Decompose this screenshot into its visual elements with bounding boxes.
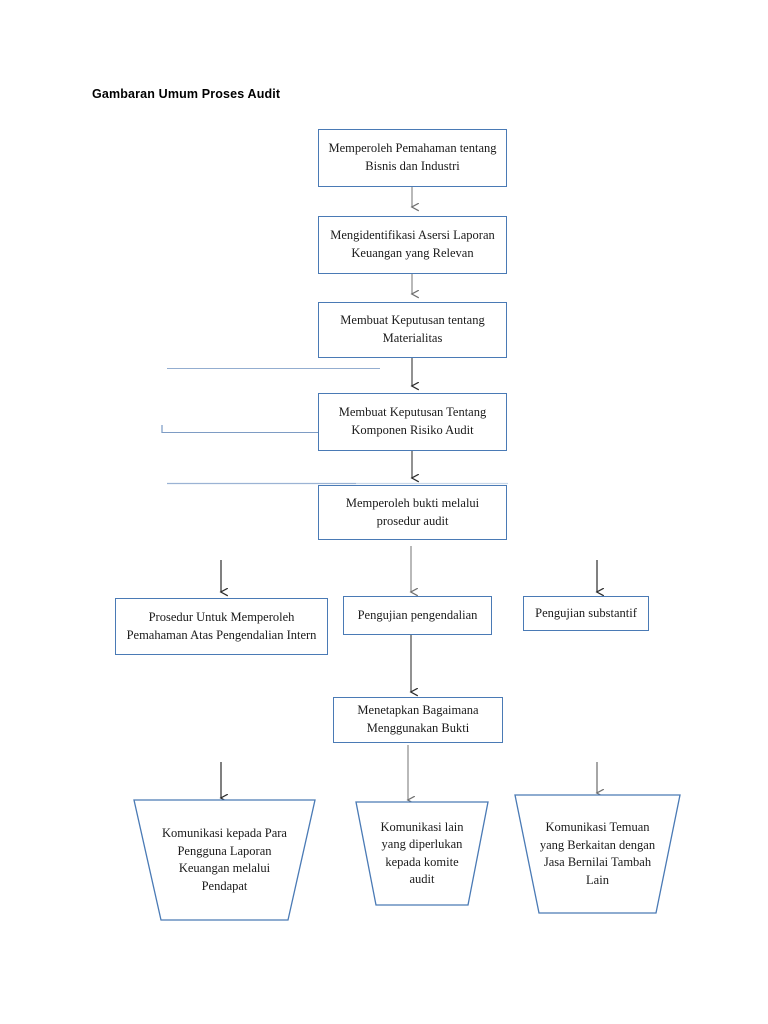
node-label: Membuat Keputusan Tentang Komponen Risik… [338, 405, 487, 437]
node-memperoleh-bukti[interactable]: Memperoleh bukti melalui prosedur audit [318, 485, 507, 540]
node-label: Komunikasi Temuan yang Berkaitan dengan … [539, 820, 656, 887]
node-keputusan-risiko-audit[interactable]: Membuat Keputusan Tentang Komponen Risik… [318, 393, 507, 451]
node-komunikasi-komite-audit[interactable]: Komunikasi lain yang diperlukan kepada k… [355, 801, 489, 906]
node-label: Prosedur Untuk Memperoleh Pemahaman Atas… [126, 609, 317, 642]
trapezoid-shape [133, 799, 316, 921]
node-label: Membuat Keputusan tentang Materialitas [340, 313, 485, 345]
trapezoid-shape [514, 794, 681, 914]
node-label: Memperoleh Pemahaman tentang Bisnis dan … [328, 141, 497, 173]
node-menetapkan-penggunaan-bukti[interactable]: Menetapkan Bagaimana Menggunakan Bukti [333, 697, 503, 743]
node-pengujian-pengendalian[interactable]: Pengujian pengendalian [343, 596, 492, 635]
node-label: Mengidentifikasi Asersi Laporan Keuangan… [330, 228, 495, 260]
node-prosedur-pengendalian-intern[interactable]: Prosedur Untuk Memperoleh Pemahaman Atas… [115, 598, 328, 655]
node-label: Pengujian pengendalian [357, 607, 478, 622]
trapezoid-shape [355, 801, 489, 906]
node-keputusan-materialitas[interactable]: Membuat Keputusan tentang Materialitas [318, 302, 507, 358]
node-komunikasi-temuan-jasa[interactable]: Komunikasi Temuan yang Berkaitan dengan … [514, 794, 681, 914]
node-memperoleh-pemahaman-bisnis[interactable]: Memperoleh Pemahaman tentang Bisnis dan … [318, 129, 507, 187]
node-label: Memperoleh bukti melalui prosedur audit [345, 495, 480, 528]
node-komunikasi-pengguna-laporan[interactable]: Komunikasi kepada Para Pengguna Laporan … [133, 799, 316, 921]
node-label: Pengujian substantif [535, 605, 637, 620]
node-label: Komunikasi kepada Para Pengguna Laporan … [162, 826, 287, 893]
node-pengujian-substantif[interactable]: Pengujian substantif [523, 596, 649, 631]
node-mengidentifikasi-asersi[interactable]: Mengidentifikasi Asersi Laporan Keuangan… [318, 216, 507, 274]
node-label: Menetapkan Bagaimana Menggunakan Bukti [357, 703, 479, 735]
node-label: Komunikasi lain yang diperlukan kepada k… [380, 819, 464, 887]
page-title: Gambaran Umum Proses Audit [92, 87, 281, 101]
